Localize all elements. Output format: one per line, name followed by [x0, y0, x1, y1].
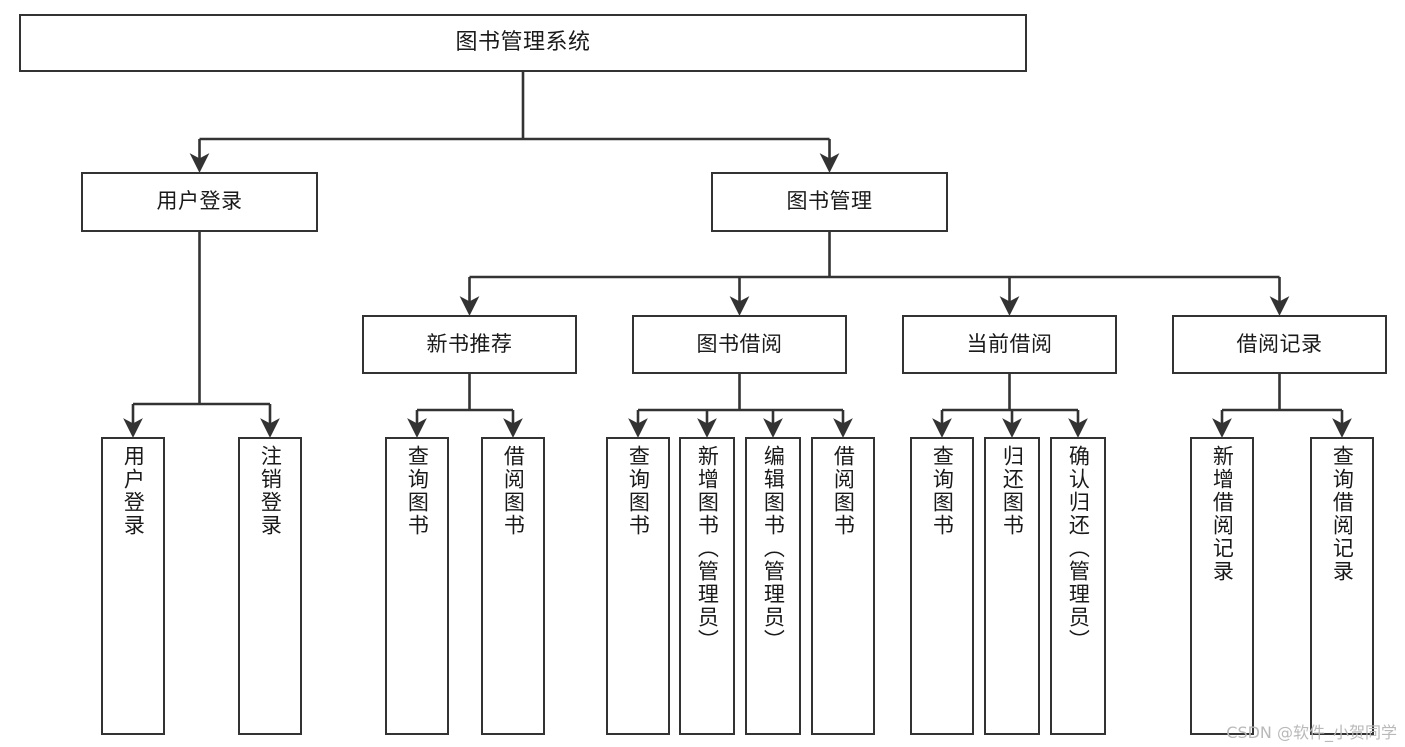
node-label: 借阅图书	[831, 445, 856, 537]
node-label: 用户登录	[156, 189, 243, 214]
node-label: 新书推荐	[426, 331, 513, 356]
node-label: 归还图书	[1000, 445, 1025, 537]
node-label: 确认归还（管理员）	[1066, 445, 1091, 652]
node-leaf-5[interactable]: 新增图书（管理员）	[679, 437, 735, 735]
node-label: 当前借阅	[966, 331, 1053, 356]
node-leaf-12[interactable]: 查询借阅记录	[1310, 437, 1374, 735]
node-label: 查询图书	[626, 445, 651, 537]
node-label: 编辑图书（管理员）	[761, 445, 786, 652]
node-label: 新增图书（管理员）	[695, 445, 720, 652]
node-leaf-6[interactable]: 编辑图书（管理员）	[745, 437, 801, 735]
node-leaf-9[interactable]: 归还图书	[984, 437, 1040, 735]
node-label: 借阅记录	[1236, 331, 1323, 356]
node-level3-3[interactable]: 借阅记录	[1172, 315, 1387, 374]
node-label: 图书借阅	[696, 331, 783, 356]
node-label: 查询图书	[930, 445, 955, 537]
node-label: 新增借阅记录	[1210, 445, 1235, 583]
node-level2-0[interactable]: 用户登录	[81, 172, 318, 232]
node-level3-2[interactable]: 当前借阅	[902, 315, 1117, 374]
node-label: 借阅图书	[501, 445, 526, 537]
node-leaf-1[interactable]: 注销登录	[238, 437, 302, 735]
node-root[interactable]: 图书管理系统	[19, 14, 1027, 72]
node-label: 查询借阅记录	[1330, 445, 1355, 583]
node-leaf-11[interactable]: 新增借阅记录	[1190, 437, 1254, 735]
node-leaf-3[interactable]: 借阅图书	[481, 437, 545, 735]
node-level3-1[interactable]: 图书借阅	[632, 315, 847, 374]
node-leaf-0[interactable]: 用户登录	[101, 437, 165, 735]
node-level3-0[interactable]: 新书推荐	[362, 315, 577, 374]
node-label: 注销登录	[258, 445, 283, 537]
node-leaf-2[interactable]: 查询图书	[385, 437, 449, 735]
node-label: 查询图书	[405, 445, 430, 537]
node-leaf-8[interactable]: 查询图书	[910, 437, 974, 735]
node-leaf-4[interactable]: 查询图书	[606, 437, 670, 735]
csdn-watermark: CSDN @软件_小贺同学	[1226, 723, 1397, 742]
node-label: 图书管理系统	[455, 29, 591, 55]
node-leaf-7[interactable]: 借阅图书	[811, 437, 875, 735]
node-leaf-10[interactable]: 确认归还（管理员）	[1050, 437, 1106, 735]
node-label: 图书管理	[786, 189, 873, 214]
node-level2-1[interactable]: 图书管理	[711, 172, 948, 232]
node-label: 用户登录	[121, 445, 146, 537]
